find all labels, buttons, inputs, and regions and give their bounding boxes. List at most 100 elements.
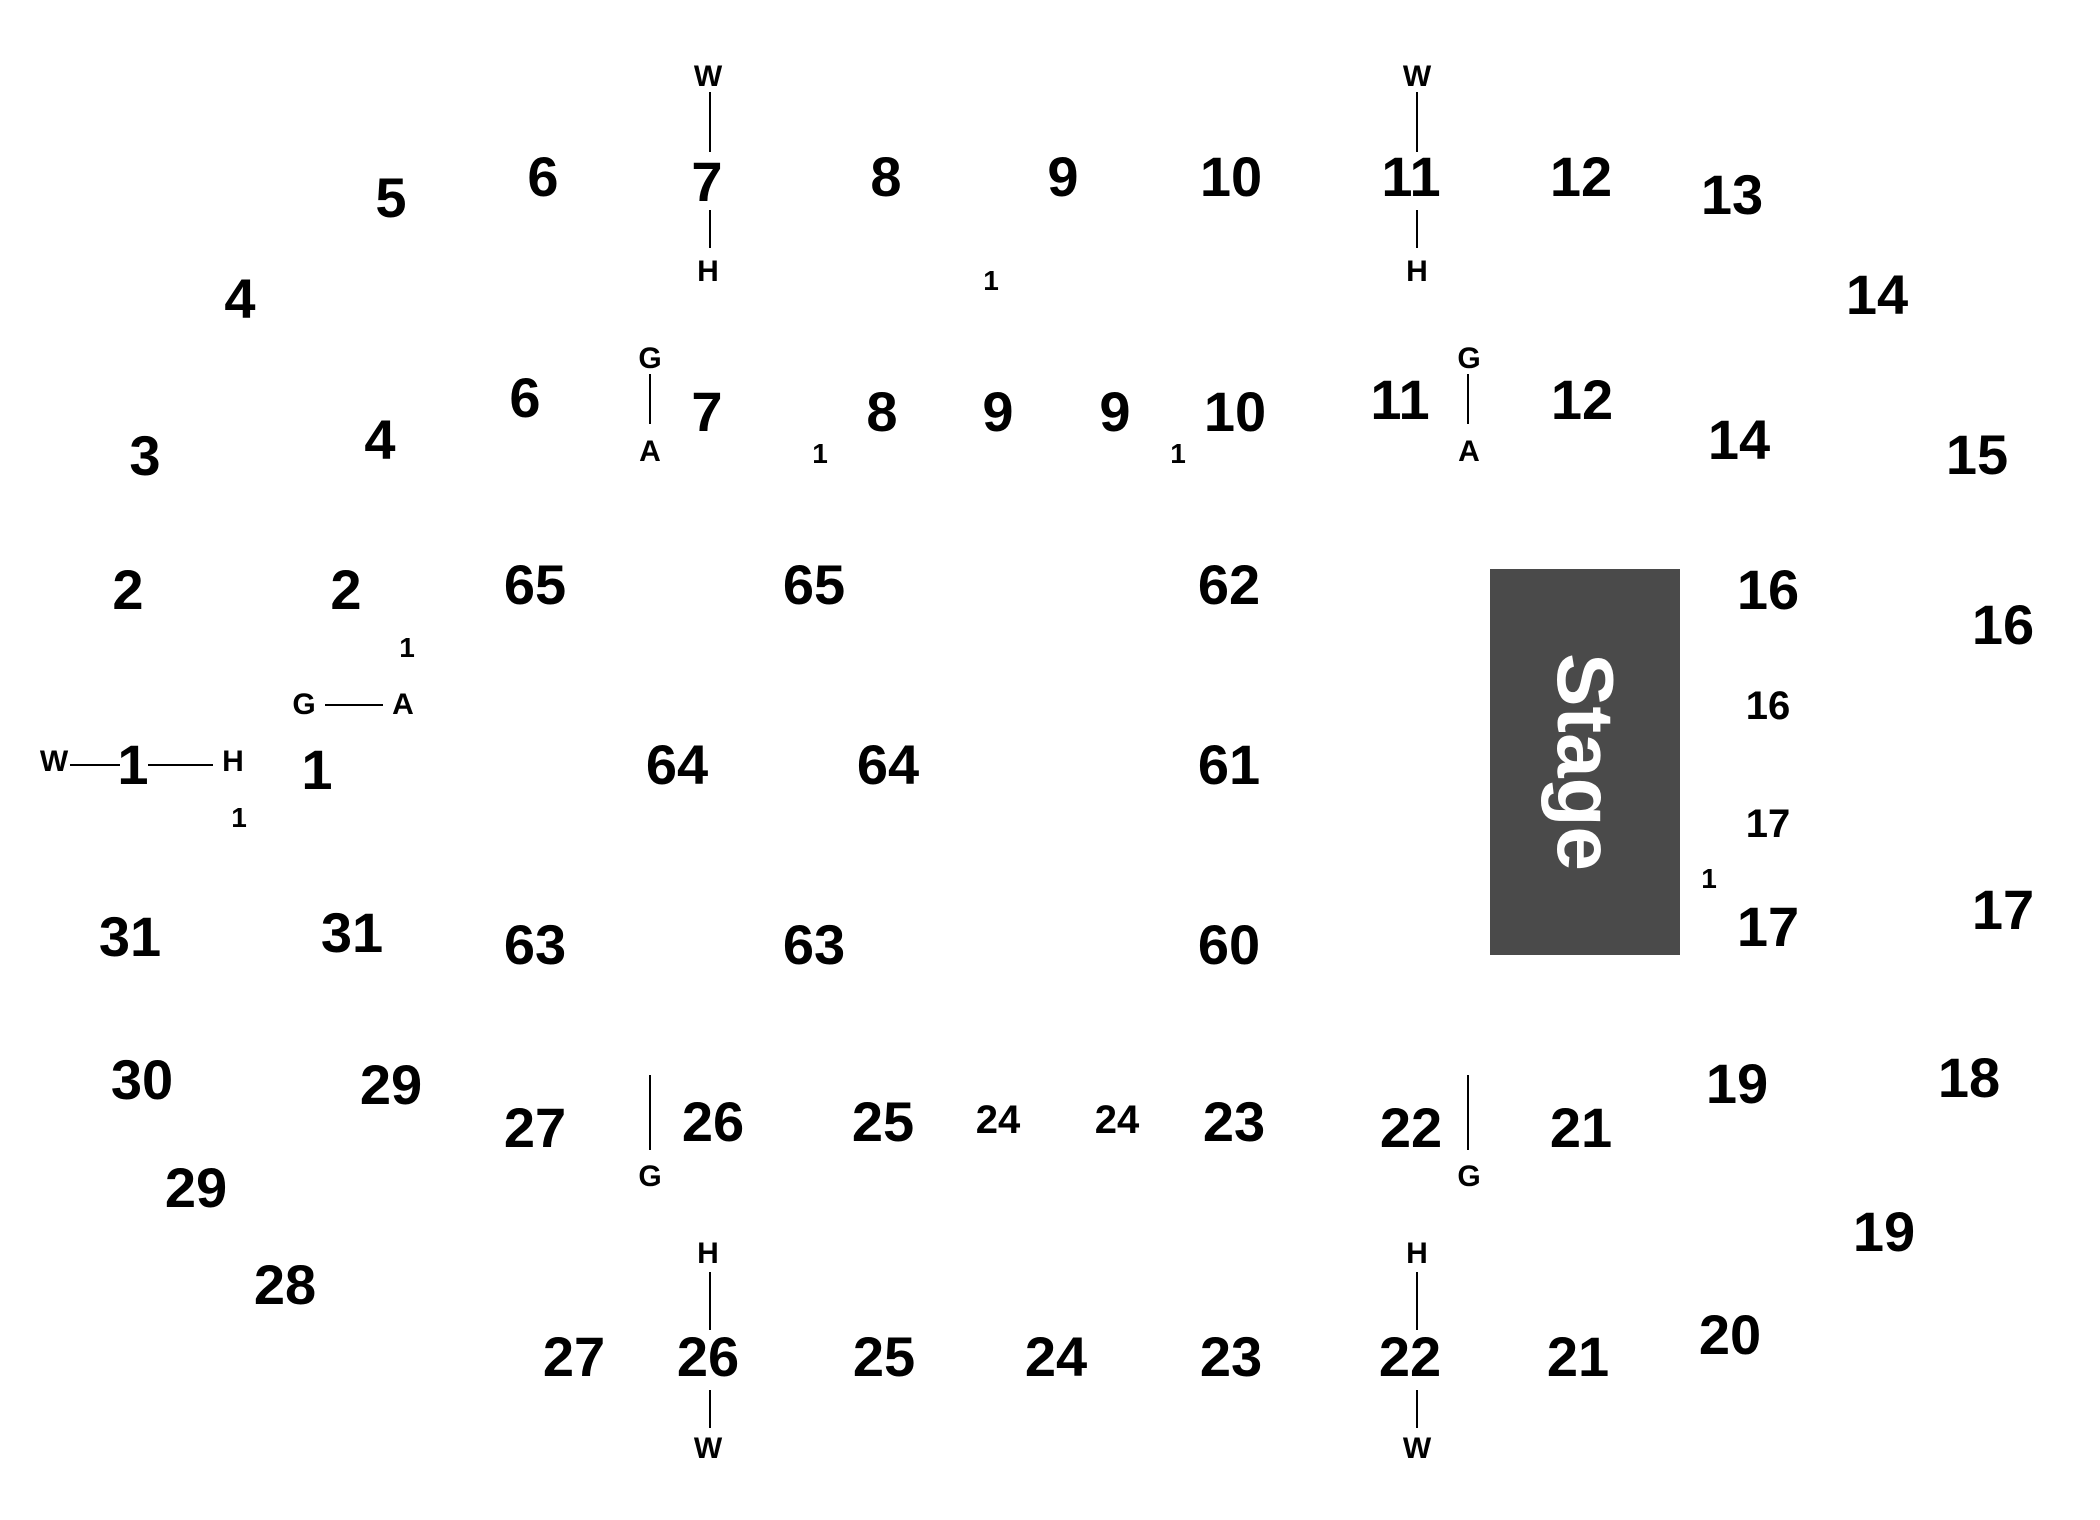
section-3[interactable]: 3 [129,424,161,487]
section-16[interactable]: 16 [1745,684,1791,728]
row-marker-a: A [639,435,661,468]
section-31[interactable]: 31 [98,905,162,968]
section-1[interactable]: 1 [117,733,149,796]
aisle-line-7-top [709,92,711,152]
section-63[interactable]: 63 [503,913,567,976]
section-6[interactable]: 6 [527,145,559,208]
row-marker-w: W [693,60,723,93]
section-17[interactable]: 17 [1736,895,1800,958]
section-29[interactable]: 29 [164,1156,228,1219]
section-6[interactable]: 6 [509,366,541,429]
aisle-line-w-1 [70,764,120,766]
section-2[interactable]: 2 [330,558,362,621]
section-17[interactable]: 17 [1745,802,1791,846]
section-25[interactable]: 25 [851,1090,915,1153]
aisle-line-26-top [709,1272,711,1330]
section-21[interactable]: 21 [1546,1325,1610,1388]
section-17[interactable]: 17 [1971,878,2035,941]
row-marker-a: A [392,688,414,721]
aisle-line-1-h [148,764,213,766]
section-4[interactable]: 4 [364,408,396,471]
row-one-marker: 1 [983,265,999,296]
row-marker-a: A [1458,435,1480,468]
section-27[interactable]: 27 [542,1325,606,1388]
aisle-line-ga-7 [649,374,651,424]
row-marker-h: H [1406,1237,1428,1270]
section-13[interactable]: 13 [1700,163,1764,226]
stage-label: Stage [1541,653,1630,871]
aisle-line-22-top [1416,1272,1418,1330]
section-7[interactable]: 7 [691,380,723,443]
aisle-line-g-22 [1467,1075,1469,1150]
section-28[interactable]: 28 [253,1253,317,1316]
aisle-line-11-top [1416,92,1418,152]
section-16[interactable]: 16 [1736,558,1800,621]
section-29[interactable]: 29 [359,1053,423,1116]
section-24[interactable]: 24 [1094,1098,1140,1142]
section-24[interactable]: 24 [1024,1325,1088,1388]
aisle-line-7-bottom [709,210,711,248]
section-61[interactable]: 61 [1197,733,1261,796]
aisle-line-26-bottom [709,1390,711,1428]
section-10[interactable]: 10 [1203,380,1267,443]
section-9[interactable]: 9 [1047,145,1079,208]
row-marker-g: G [638,1160,662,1193]
row-marker-g: G [1457,1160,1481,1193]
section-4[interactable]: 4 [224,267,256,330]
section-14[interactable]: 14 [1707,408,1771,471]
section-31[interactable]: 31 [320,901,384,964]
section-65[interactable]: 65 [503,553,567,616]
section-62[interactable]: 62 [1197,553,1261,616]
section-23[interactable]: 23 [1202,1090,1266,1153]
row-marker-w: W [1402,1432,1432,1465]
section-10[interactable]: 10 [1199,145,1263,208]
aisle-line-ga-11 [1467,374,1469,424]
section-7[interactable]: 7 [691,150,723,213]
section-19[interactable]: 19 [1852,1200,1916,1263]
section-8[interactable]: 8 [866,380,898,443]
section-27[interactable]: 27 [503,1096,567,1159]
section-30[interactable]: 30 [110,1048,174,1111]
section-11[interactable]: 11 [1370,368,1430,431]
section-8[interactable]: 8 [870,145,902,208]
section-12[interactable]: 12 [1550,368,1614,431]
row-marker-w: W [693,1432,723,1465]
section-24[interactable]: 24 [975,1098,1021,1142]
section-9[interactable]: 9 [982,380,1014,443]
section-12[interactable]: 12 [1549,145,1613,208]
section-14[interactable]: 14 [1845,263,1909,326]
aisle-line-ga-1 [325,704,383,706]
row-marker-g: G [638,342,662,375]
section-9[interactable]: 9 [1099,380,1131,443]
section-64[interactable]: 64 [856,733,920,796]
row-marker-g: G [1457,342,1481,375]
section-21[interactable]: 21 [1549,1096,1613,1159]
section-20[interactable]: 20 [1698,1303,1762,1366]
section-19[interactable]: 19 [1705,1052,1769,1115]
section-60[interactable]: 60 [1197,913,1261,976]
section-26[interactable]: 26 [681,1090,745,1153]
section-1[interactable]: 1 [301,738,333,801]
section-11[interactable]: 11 [1381,145,1441,208]
section-22[interactable]: 22 [1378,1325,1442,1388]
row-one-marker: 1 [1170,438,1186,469]
row-marker-w: W [1402,60,1432,93]
row-one-marker: 1 [231,802,247,833]
section-63[interactable]: 63 [782,913,846,976]
section-2[interactable]: 2 [112,558,144,621]
section-22[interactable]: 22 [1379,1096,1443,1159]
aisle-line-22-bottom [1416,1390,1418,1428]
aisle-line-g-26 [649,1075,651,1150]
section-25[interactable]: 25 [852,1325,916,1388]
row-marker-h: H [1406,255,1428,288]
section-15[interactable]: 15 [1945,423,2009,486]
section-26[interactable]: 26 [676,1325,740,1388]
section-23[interactable]: 23 [1199,1325,1263,1388]
section-64[interactable]: 64 [645,733,709,796]
section-5[interactable]: 5 [375,166,407,229]
row-marker-h: H [697,255,719,288]
section-65[interactable]: 65 [782,553,846,616]
section-16[interactable]: 16 [1971,593,2035,656]
section-18[interactable]: 18 [1937,1046,2001,1109]
